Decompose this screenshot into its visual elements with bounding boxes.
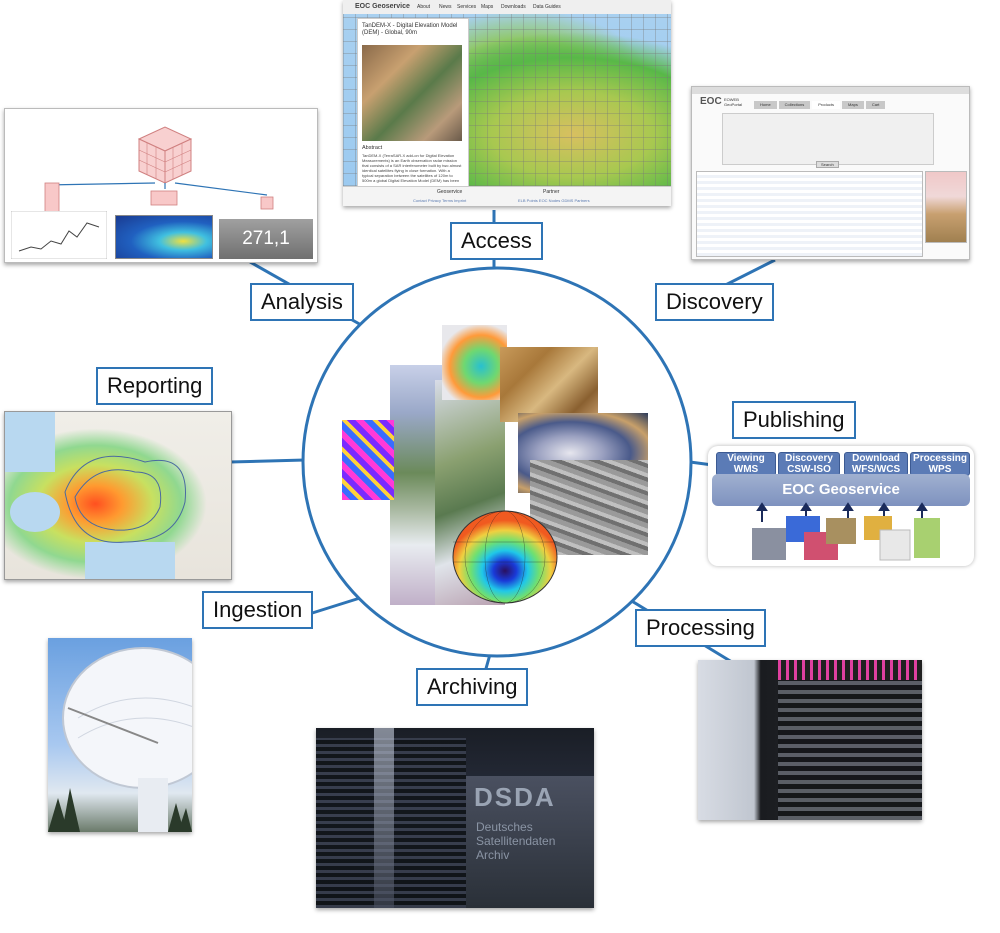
service-protocol: WPS [928, 464, 952, 475]
publishing-arrows-and-tiles [752, 502, 940, 561]
access-nav-item[interactable]: Maps [481, 4, 494, 10]
archive-aisle-light [374, 728, 394, 908]
access-footer-geoservice: Geoservice [437, 189, 463, 195]
service-box-download: Download WFS/WCS [844, 452, 908, 476]
stage-label-analysis: Analysis [250, 283, 354, 321]
access-info-panel: TanDEM-X - Digital Elevation Model (DEM)… [357, 18, 469, 188]
service-box-viewing: Viewing WMS [716, 452, 776, 476]
access-abstract-heading: Abstract [362, 145, 383, 151]
desert-relief-image [500, 347, 598, 422]
service-name: Discovery [785, 453, 833, 464]
analysis-value-box: 271,1 [219, 219, 313, 259]
service-protocol: WFS/WCS [851, 464, 901, 475]
access-abstract-text: TanDEM-X (TerraSAR-X add-on for Digital … [362, 153, 462, 183]
archive-sign-line: Deutsches [476, 820, 533, 834]
service-name: Viewing [727, 453, 765, 464]
stage-label-ingestion: Ingestion [202, 591, 314, 629]
ingestion-antenna-photo [48, 638, 192, 832]
reporting-map-contours [5, 412, 186, 579]
server-cables [778, 660, 922, 680]
service-box-discovery: Discovery CSW-ISO [778, 452, 840, 476]
analysis-cubes-diagram [44, 126, 274, 214]
tab-collections[interactable]: Collections [778, 101, 811, 109]
service-name: Download [852, 453, 900, 464]
discovery-filter-panel[interactable] [722, 113, 934, 165]
tab-maps[interactable]: Maps [842, 101, 864, 109]
dem-preview-image [362, 45, 462, 141]
access-footer-partner: Partner [543, 189, 560, 195]
archive-sign-line: Archiv [476, 848, 510, 862]
discovery-search-button[interactable]: Search [816, 161, 839, 168]
access-nav-logo[interactable]: EOC Geoservice [355, 3, 410, 10]
access-navbar: EOC Geoservice About News Services Maps … [343, 0, 671, 15]
access-screenshot: EOC Geoservice About News Services Maps … [343, 0, 671, 206]
access-nav-item[interactable]: Services [457, 4, 477, 10]
access-nav-item[interactable]: News [439, 4, 452, 10]
europe-thermal-image [442, 325, 507, 400]
publishing-diagram: Viewing WMS Discovery CSW-ISO Download W… [708, 446, 974, 566]
tab-products[interactable]: Products [812, 101, 841, 109]
center-collage [340, 325, 660, 605]
access-panel-title: TanDEM-X - Digital Elevation Model (DEM)… [362, 23, 458, 36]
reporting-map-screenshot [4, 411, 232, 580]
access-footer-links[interactable]: Contact Privacy Terms Imprint [413, 198, 467, 203]
archive-sign-line: Satellitendaten [476, 834, 556, 848]
discovery-results-table[interactable] [696, 171, 923, 257]
stage-label-publishing: Publishing [732, 401, 856, 439]
stage-label-discovery: Discovery [655, 283, 774, 321]
discovery-screenshot: EOC EOWEB GeoPortal Home Collections Pro… [691, 86, 970, 260]
archive-sign-title: DSDA [474, 782, 556, 812]
server-racks [778, 680, 922, 820]
discovery-preview-thumbnails[interactable] [925, 171, 967, 243]
analysis-line-chart [11, 211, 107, 259]
archive-sign-panel: DSDA Deutsches Satellitendaten Archiv [466, 776, 594, 908]
eoc-geoservice-bar: EOC Geoservice [712, 474, 970, 506]
service-protocol: WMS [733, 464, 759, 475]
tab-cart[interactable]: Cart [865, 101, 886, 109]
service-box-processing: Processing WPS [910, 452, 970, 476]
ozone-globe-image [452, 510, 558, 604]
archive-sign-subtitle: Deutsches Satellitendaten Archiv [476, 820, 555, 862]
discovery-logo: EOC [700, 96, 722, 107]
processing-server-photo [698, 660, 922, 820]
analysis-heatmap-image [115, 215, 213, 259]
tab-home[interactable]: Home [754, 101, 777, 109]
service-name: Processing [913, 453, 967, 464]
stage-label-access: Access [450, 222, 543, 260]
access-nav-item[interactable]: About [417, 4, 431, 10]
stage-label-reporting: Reporting [96, 367, 214, 405]
access-nav-item[interactable]: Downloads [501, 4, 526, 10]
archiving-photo: DSDA Deutsches Satellitendaten Archiv [316, 728, 594, 908]
interferogram-image [342, 420, 394, 500]
antenna-dish-drawing [48, 647, 192, 832]
discovery-subtitle: EOWEB GeoPortal [724, 97, 743, 107]
discovery-browser-bar [692, 87, 969, 94]
connector-reporting [229, 458, 306, 464]
service-protocol: CSW-ISO [787, 464, 831, 475]
access-footer: Geoservice Partner Contact Privacy Terms… [343, 186, 671, 206]
analysis-screenshot: 271,1 [4, 108, 318, 263]
discovery-tabs: Home Collections Products Maps Cart [754, 101, 886, 109]
stage-label-processing: Processing [635, 609, 766, 647]
stage-label-archiving: Archiving [416, 668, 529, 706]
access-footer-links-right[interactable]: ELB Points EOC Nodes GDMS Partners [518, 198, 590, 203]
access-nav-item[interactable]: Data Guides [533, 4, 561, 10]
